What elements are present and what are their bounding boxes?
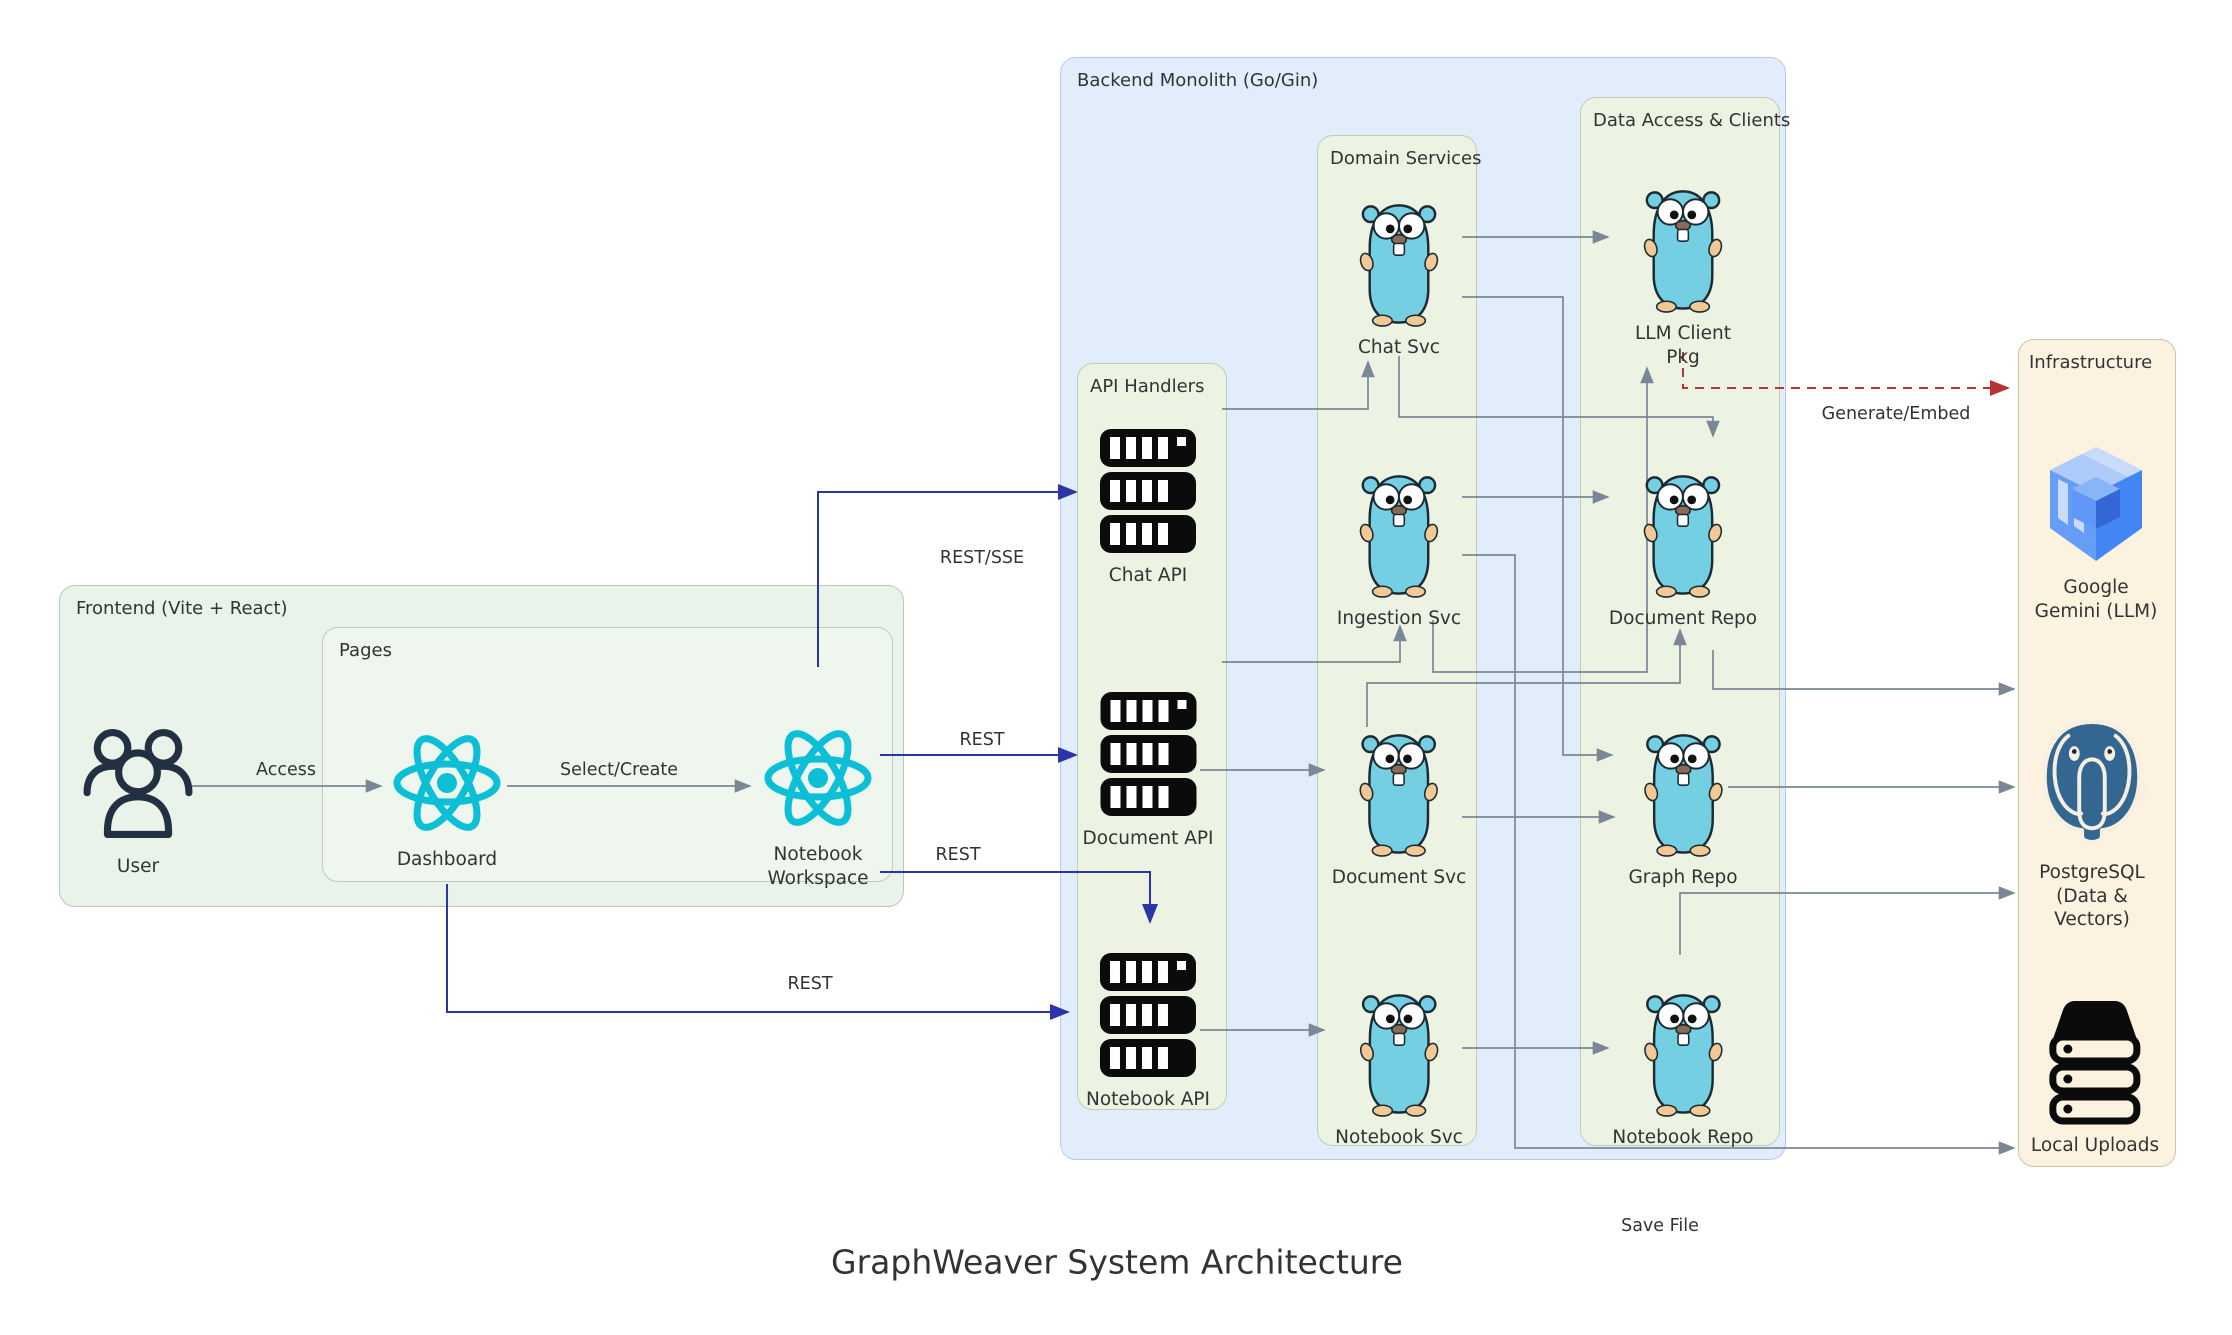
edge-workspace-chatapi	[817, 484, 1078, 667]
diagram-title: GraphWeaver System Architecture	[831, 1242, 1403, 1282]
node-document-api-label: Document API	[1082, 828, 1214, 849]
node-google-gemini: Google Gemini (LLM)	[2028, 441, 2164, 623]
node-chat-api: Chat API	[1098, 427, 1198, 588]
users-icon	[82, 718, 194, 846]
edge-label-generate-embed: Generate/Embed	[1821, 404, 1971, 424]
edge-workspace-notebookapi	[880, 871, 1158, 924]
node-user: User	[82, 718, 194, 879]
edge-label-rest-dashboard-notebook: REST	[787, 974, 833, 994]
node-notebook-svc: Notebook Svc	[1335, 989, 1463, 1150]
node-notebook-svc-label: Notebook Svc	[1335, 1127, 1463, 1148]
node-postgresql-label: PostgreSQL (Data & Vectors)	[2039, 862, 2145, 931]
node-document-svc: Document Svc	[1331, 729, 1467, 890]
node-graph-repo-label: Graph Repo	[1628, 867, 1738, 888]
edge-chatsvc-documentrepo	[1398, 356, 1720, 438]
server-icon	[1098, 427, 1198, 555]
edge-label-select-create: Select/Create	[559, 760, 679, 780]
node-notebook-api-label: Notebook API	[1085, 1089, 1211, 1110]
gopher-icon	[1642, 470, 1724, 598]
node-document-svc-label: Document Svc	[1331, 867, 1467, 888]
gopher-icon	[1642, 989, 1724, 1117]
node-notebook-workspace-label: Notebook Workspace	[767, 844, 869, 889]
group-pages-title: Pages	[339, 640, 392, 661]
node-local-uploads-label: Local Uploads	[2030, 1135, 2160, 1156]
edge-label-access: Access	[256, 760, 316, 780]
node-dashboard: Dashboard	[387, 727, 507, 872]
node-ingestion-svc-label: Ingestion Svc	[1336, 608, 1462, 629]
node-dashboard-label: Dashboard	[396, 849, 498, 870]
edge-label-rest-sse: REST/SSE	[939, 548, 1025, 568]
node-document-api: Document API	[1083, 690, 1214, 851]
edge-ingestionsvc-localuploads	[1462, 554, 2016, 1155]
node-notebook-repo: Notebook Repo	[1612, 989, 1754, 1150]
postgresql-elephant-icon	[2033, 714, 2151, 852]
edge-chatapi-chatsvc	[1222, 360, 1375, 410]
node-chat-svc-label: Chat Svc	[1358, 337, 1440, 358]
node-chat-api-label: Chat API	[1108, 565, 1188, 586]
gopher-icon	[1358, 470, 1440, 598]
storage-stack-icon	[2043, 1001, 2147, 1125]
edge-chatsvc-graphrepo	[1462, 296, 1614, 762]
node-chat-svc: Chat Svc	[1358, 199, 1440, 360]
node-llm-client-pkg: LLM Client Pkg	[1627, 185, 1739, 369]
edge-notebookrepo-postgresql	[1679, 886, 2016, 955]
group-domain-services-title: Domain Services	[1330, 148, 1482, 169]
react-icon	[758, 722, 878, 834]
gopher-icon	[1358, 199, 1440, 327]
edge-label-rest-workspace-notebook: REST	[935, 845, 981, 865]
node-graph-repo: Graph Repo	[1628, 729, 1738, 890]
node-notebook-workspace: Notebook Workspace	[756, 722, 880, 890]
server-icon	[1098, 951, 1198, 1079]
edge-documentapi-ingestionsvc	[1222, 624, 1407, 663]
edge-label-rest-document: REST	[959, 730, 1005, 750]
group-frontend-title: Frontend (Vite + React)	[76, 598, 288, 619]
group-infrastructure-title: Infrastructure	[2029, 352, 2153, 373]
edge-llmclient-gemini	[1682, 352, 2010, 396]
react-icon	[387, 727, 507, 839]
node-postgresql: PostgreSQL (Data & Vectors)	[2022, 714, 2162, 932]
node-document-repo: Document Repo	[1609, 470, 1757, 631]
node-ingestion-svc: Ingestion Svc	[1337, 470, 1461, 631]
edge-documentsvc-documentrepo	[1366, 628, 1687, 727]
node-notebook-repo-label: Notebook Repo	[1612, 1127, 1754, 1148]
node-google-gemini-label: Google Gemini (LLM)	[2034, 577, 2158, 622]
edge-dashboard-notebookapi	[446, 884, 1070, 1020]
gemini-cube-icon	[2044, 441, 2148, 567]
node-llm-client-pkg-label: LLM Client Pkg	[1634, 323, 1731, 368]
edge-ingestionsvc-llmclient	[1432, 366, 1654, 673]
node-user-label: User	[116, 856, 160, 877]
gopher-icon	[1642, 729, 1724, 857]
group-api-handlers-title: API Handlers	[1090, 376, 1205, 397]
edge-label-save-file: Save File	[1621, 1216, 1699, 1236]
node-document-repo-label: Document Repo	[1608, 608, 1758, 629]
server-icon	[1098, 690, 1198, 818]
node-local-uploads: Local Uploads	[2031, 1001, 2159, 1158]
gopher-icon	[1358, 729, 1440, 857]
gopher-icon	[1358, 989, 1440, 1117]
group-data-access-title: Data Access & Clients	[1593, 110, 1791, 131]
group-backend-title: Backend Monolith (Go/Gin)	[1077, 70, 1319, 91]
node-notebook-api: Notebook API	[1086, 951, 1210, 1112]
edge-documentrepo-postgresql	[1712, 650, 2016, 696]
gopher-icon	[1642, 185, 1724, 313]
